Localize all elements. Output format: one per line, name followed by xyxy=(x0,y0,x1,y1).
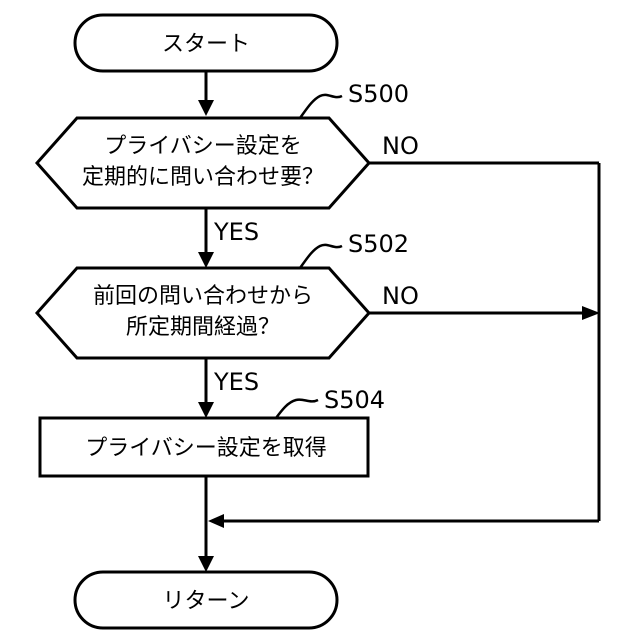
arrowhead-bypass-join xyxy=(208,514,224,528)
arrowhead-s502-no-join xyxy=(582,306,600,320)
s500-decision: プライバシー設定を 定期的に問い合わせ要？ xyxy=(37,118,369,208)
s502-step-label: S502 xyxy=(348,230,409,258)
s502-question-line-2: 所定期間経過？ xyxy=(126,315,280,340)
s500-yes-label: YES xyxy=(213,218,259,246)
start-label: スタート xyxy=(162,32,250,57)
arrowhead-s504-to-end xyxy=(198,556,214,572)
end-terminal: リターン xyxy=(75,572,337,628)
s500-question-line-2: 定期的に問い合わせ要？ xyxy=(82,165,324,190)
s502-question-line-1: 前回の問い合わせから xyxy=(93,284,313,309)
s500-question-line-1: プライバシー設定を xyxy=(104,134,302,159)
s504-process-label: プライバシー設定を取得 xyxy=(85,436,327,461)
arrowhead-s502-to-s504 xyxy=(198,402,214,418)
s500-step-label: S500 xyxy=(348,80,409,108)
s502-yes-label: YES xyxy=(213,368,259,396)
s504-step-label: S504 xyxy=(324,386,385,414)
s500-no-label: NO xyxy=(382,132,419,160)
s504-process: プライバシー設定を取得 xyxy=(40,418,368,476)
arrowhead-s500-to-s502 xyxy=(198,252,214,268)
s502-lead-line xyxy=(300,245,342,268)
start-terminal: スタート xyxy=(75,15,337,71)
end-label: リターン xyxy=(163,589,250,614)
s500-lead-line xyxy=(300,95,342,118)
s502-no-label: NO xyxy=(382,282,419,310)
s502-decision: 前回の問い合わせから 所定期間経過？ xyxy=(37,268,369,358)
arrowhead-start-to-s500 xyxy=(198,100,214,116)
s504-lead-line xyxy=(276,400,318,418)
